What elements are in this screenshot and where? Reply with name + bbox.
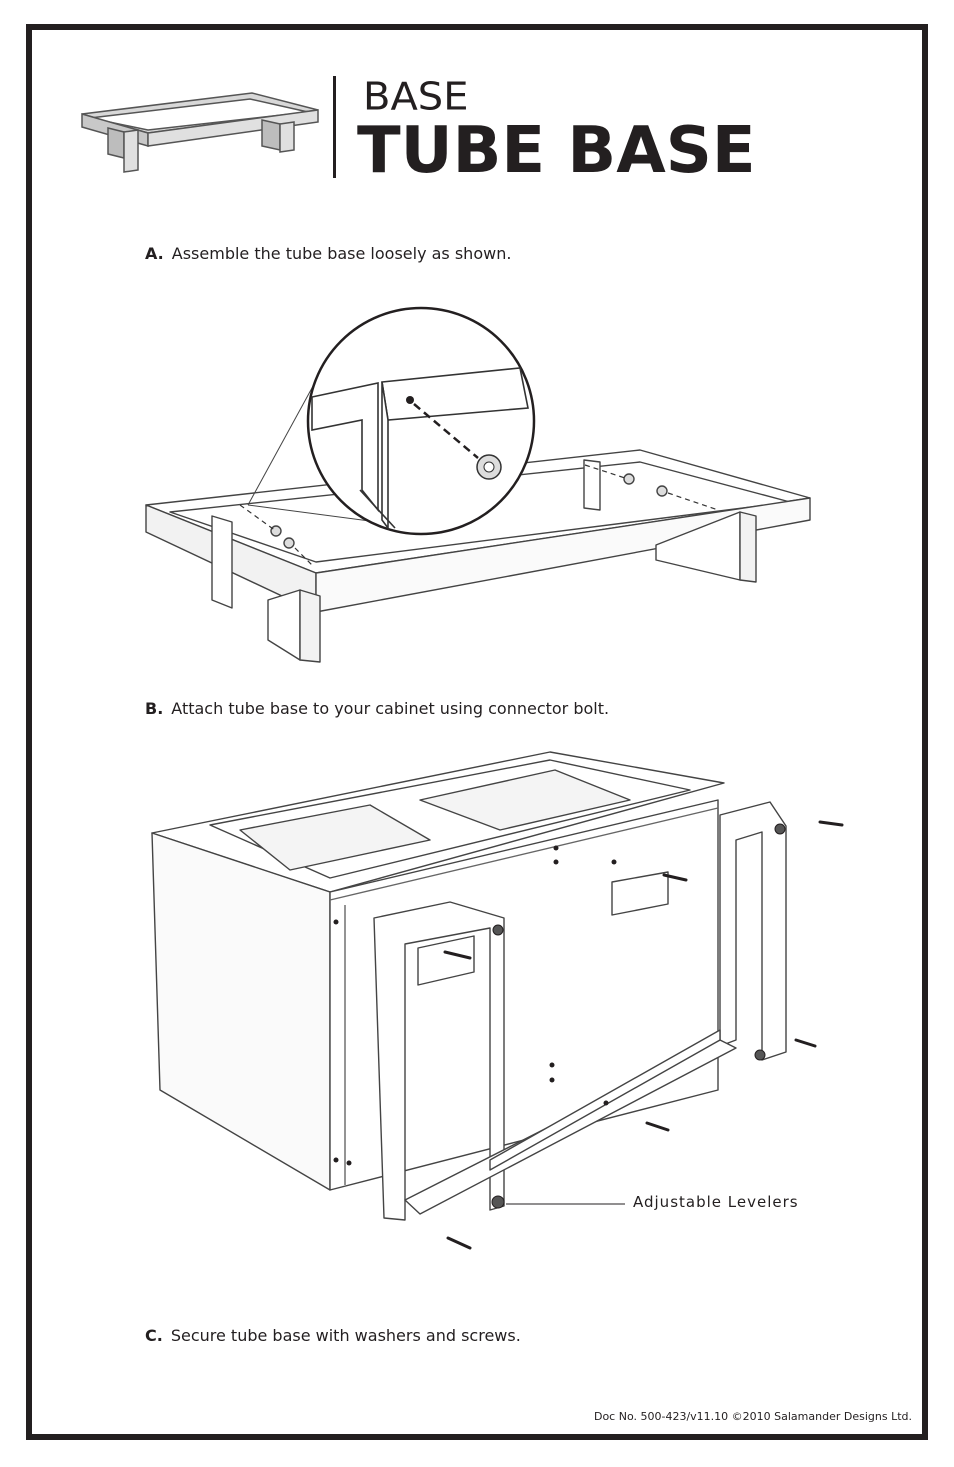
step-c: C. Secure tube base with washers and scre… <box>145 1326 521 1345</box>
step-b-letter: B. <box>145 699 164 718</box>
document-number: Doc No. 500-423/v11.10 ©2010 Salamander … <box>593 1410 912 1423</box>
step-b: B. Attach tube base to your cabinet using… <box>145 699 609 718</box>
adjustable-levelers-label: Adjustable Levelers <box>633 1193 799 1211</box>
page-subtitle: BASE <box>363 75 469 119</box>
step-a-text: Assemble the tube base loosely as shown. <box>171 244 512 263</box>
title-divider <box>333 76 336 178</box>
page-title: TUBE BASE <box>357 114 756 188</box>
step-b-text: Attach tube base to your cabinet using c… <box>171 699 610 718</box>
step-a-letter: A. <box>145 244 164 263</box>
step-a: A. Assemble the tube base loosely as show… <box>145 244 511 263</box>
step-c-text: Secure tube base with washers and screws… <box>170 1326 521 1345</box>
page-border <box>26 24 928 1440</box>
step-c-letter: C. <box>145 1326 163 1345</box>
